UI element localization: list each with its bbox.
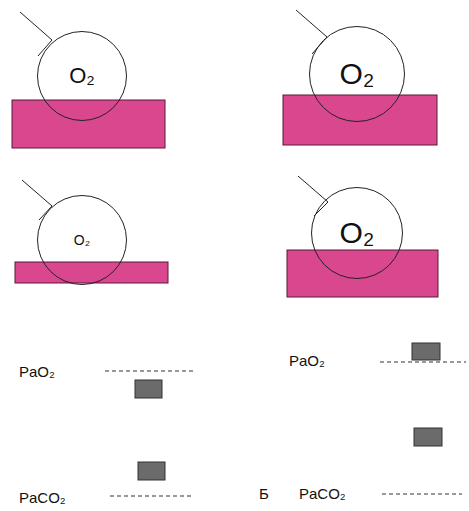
tissue-band <box>15 262 168 283</box>
level-marker <box>138 462 165 480</box>
gas-pressure-label: PaCO₂ <box>18 490 67 505</box>
tissue-band <box>287 250 438 297</box>
level-marker <box>135 380 162 398</box>
gas-pressure-label: PaO₂ <box>288 353 326 368</box>
gas-label: O₂ <box>69 65 95 87</box>
level-marker <box>412 343 440 360</box>
gas-pressure-label: Б <box>258 486 270 501</box>
gas-pressure-label: PaCO₂ <box>298 486 347 501</box>
alveolus-stem <box>20 12 52 56</box>
alveolus-stem <box>296 10 327 54</box>
level-marker <box>414 428 442 446</box>
alveolus-circle: O₂ <box>37 195 127 285</box>
circle-outline <box>38 196 127 285</box>
alveolus-stem <box>298 176 328 216</box>
alveolus-stem <box>22 180 52 220</box>
reference-line <box>382 494 462 495</box>
alveolus-circle: O₂ <box>37 31 127 121</box>
reference-line <box>105 371 195 372</box>
reference-line <box>110 496 192 497</box>
tissue-band <box>283 95 437 145</box>
gas-label: O₂ <box>74 233 90 247</box>
gas-pressure-label: PaO₂ <box>18 364 56 379</box>
alveolus-circle: O₂ <box>309 26 405 122</box>
circle-outline <box>312 188 403 279</box>
circle-outline <box>38 32 127 121</box>
gas-label: O₂ <box>340 59 375 89</box>
tissue-band <box>12 100 165 148</box>
reference-line <box>380 362 466 363</box>
circle-outline <box>310 27 405 122</box>
gas-label: O₂ <box>340 218 375 248</box>
alveolus-circle: O₂ <box>311 187 403 279</box>
